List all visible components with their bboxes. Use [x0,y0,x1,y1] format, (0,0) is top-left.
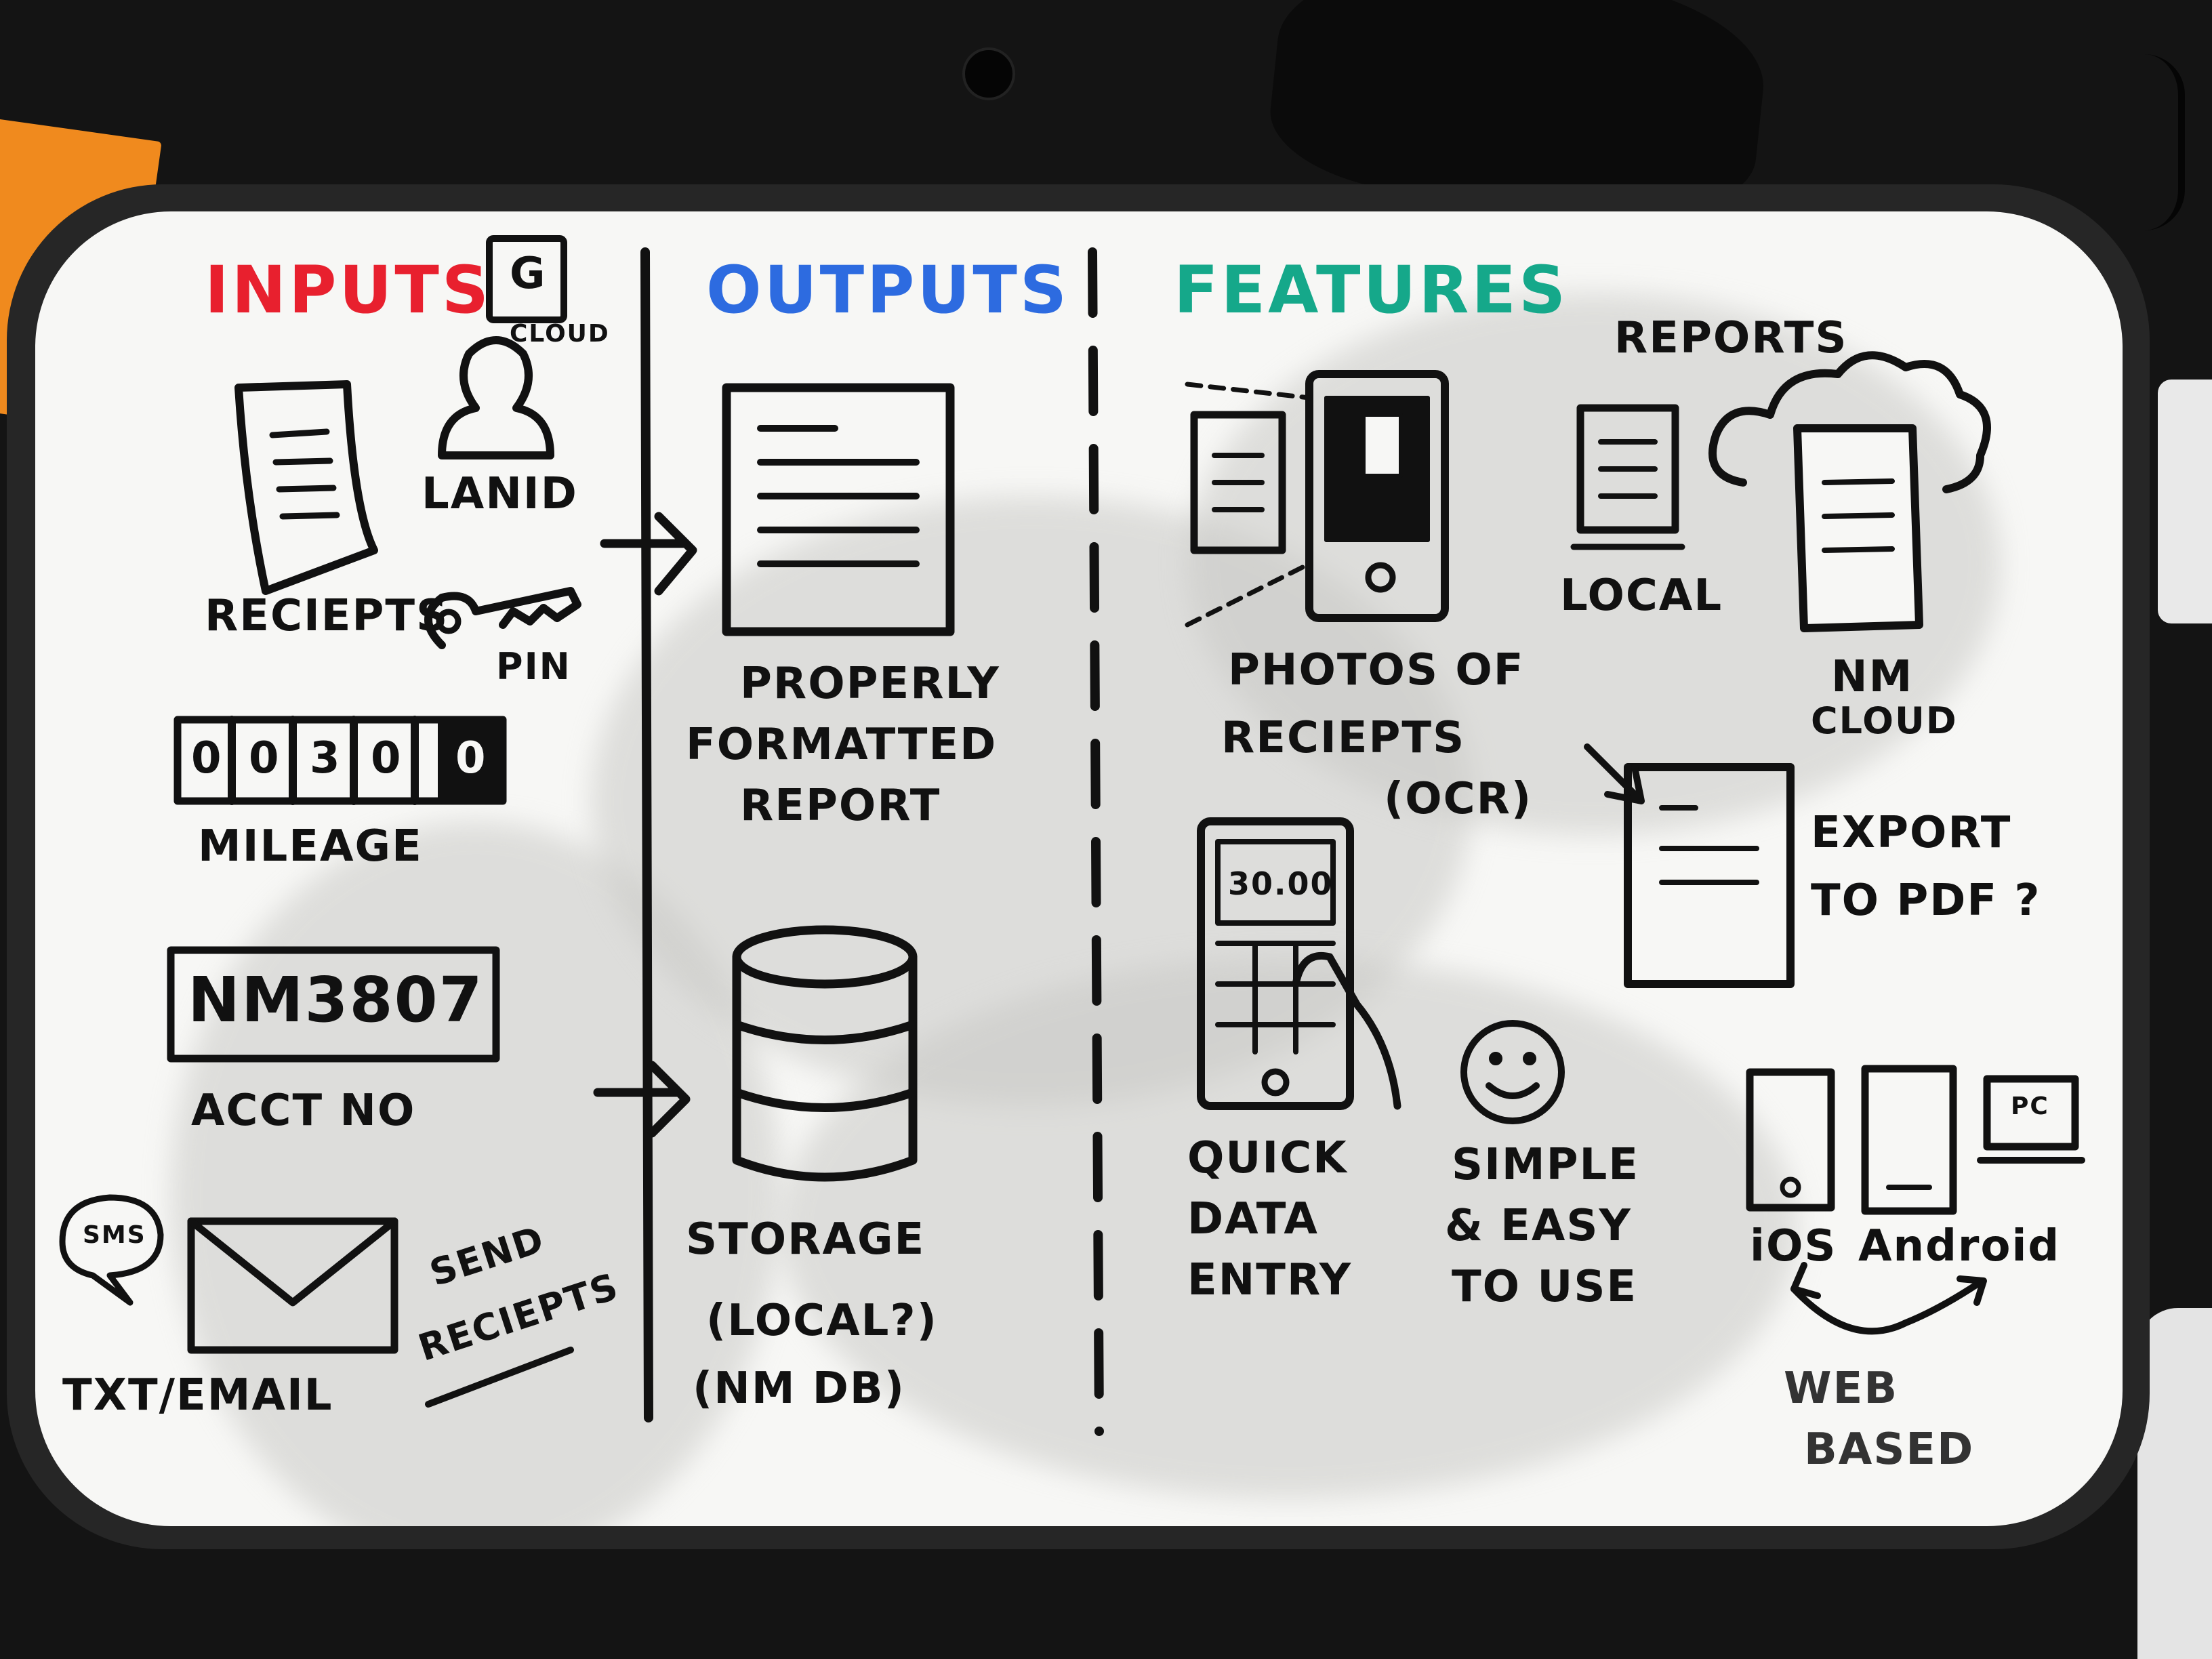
side-device-bottom [2137,1308,2212,1659]
sms-label: SMS [83,1221,146,1249]
storage-db: (NM DB) [693,1364,905,1414]
export-doc [1624,763,1795,988]
mileage-digit-1: 0 [191,733,223,783]
receipt-icon [234,380,378,595]
txt-email-label: TXT/EMAIL [62,1370,333,1420]
finger-icon [1292,951,1401,1110]
local-label: LOCAL [1560,571,1723,621]
divider-dashed [1088,247,1104,1436]
acct-value: NM3807 [188,964,484,1036]
report-label-line1: PROPERLY [740,659,1000,709]
smiley-icon [1460,1020,1565,1124]
storage-local: (LOCAL?) [706,1296,938,1346]
arrow-bottom [593,1061,691,1138]
divider-solid [640,247,653,1422]
pin-label: PIN [496,645,571,688]
amount-display: 30.00 [1228,865,1334,902]
whiteboard: INPUTS OUTPUTS FEATURES G CLOUD RECIEPTS… [35,211,2123,1526]
acct-box [167,946,500,1063]
mileage-digit-4: 0 [371,733,403,783]
sms-bubble [59,1194,164,1306]
report-label-line3: REPORT [740,781,941,831]
sketch-drawings [59,235,2085,1436]
cable [2097,54,2185,230]
google-badge-box [486,235,567,323]
person-icon [438,336,554,459]
nm-cloud-line1: NM [1831,652,1914,702]
database-icon [732,925,918,1182]
entry-phone [1197,817,1354,1110]
cloud-icon [1708,351,1991,493]
google-badge-letter: G [510,249,547,299]
cloud-doc [1793,424,1923,632]
mileage-digit-5: 0 [455,733,487,783]
report-label-line2: FORMATTED [686,720,998,770]
mileage-digit-2: 0 [249,733,281,783]
arrow-top [600,512,697,596]
ios-phone [1746,1068,1835,1212]
lanid-label: LANID [422,469,578,519]
simple-label-line3: TO USE [1452,1262,1638,1312]
nm-cloud-line2: CLOUD [1811,699,1958,742]
photo-receipt [1190,411,1286,554]
photos-label-line2: RECIEPTS [1221,713,1466,763]
shadow-bottom [781,957,1797,1499]
knob [962,47,1015,100]
web-label-line2: BASED [1804,1425,1975,1475]
simple-label-line2: & EASY [1445,1201,1632,1251]
google-badge-caption: CLOUD [510,320,610,348]
storage-label: STORAGE [686,1214,926,1265]
mileage-label: MILEAGE [198,821,423,872]
quick-label-line2: DATA [1187,1194,1319,1244]
reciepts-label: RECIEPTS [205,591,449,641]
pc-monitor [1983,1075,2079,1151]
mileage-digit-3: 3 [310,733,342,783]
odometer-last-digit [438,717,506,804]
quick-label-line1: QUICK [1187,1133,1348,1183]
photos-label-line3: (OCR) [1384,774,1533,824]
pc-label: PC [2011,1092,2049,1120]
photos-label-line1: PHOTOS OF [1228,645,1525,695]
web-label-line1: WEB [1784,1364,1899,1414]
camera-phone [1305,370,1449,622]
key-icon [424,587,581,649]
simple-label-line1: SIMPLE [1452,1140,1639,1190]
android-phone [1861,1065,1957,1215]
inputs-title: INPUTS [205,252,491,328]
features-title: FEATURES [1174,252,1569,328]
local-doc [1576,404,1679,534]
export-label-line2: TO PDF ? [1811,876,2041,926]
outputs-title: OUTPUTS [706,252,1069,328]
android-label: Android [1858,1221,2061,1271]
export-label-line1: EXPORT [1811,808,2012,858]
quick-label-line3: ENTRY [1187,1255,1353,1305]
side-device [2158,380,2212,623]
web-arrows [1790,1275,1987,1335]
report-doc [722,383,955,636]
export-arrow [1584,743,1645,804]
reports-label: REPORTS [1614,313,1848,363]
ios-label: iOS [1750,1221,1837,1271]
acct-label: ACCT NO [191,1086,416,1136]
envelope-icon [187,1217,398,1354]
